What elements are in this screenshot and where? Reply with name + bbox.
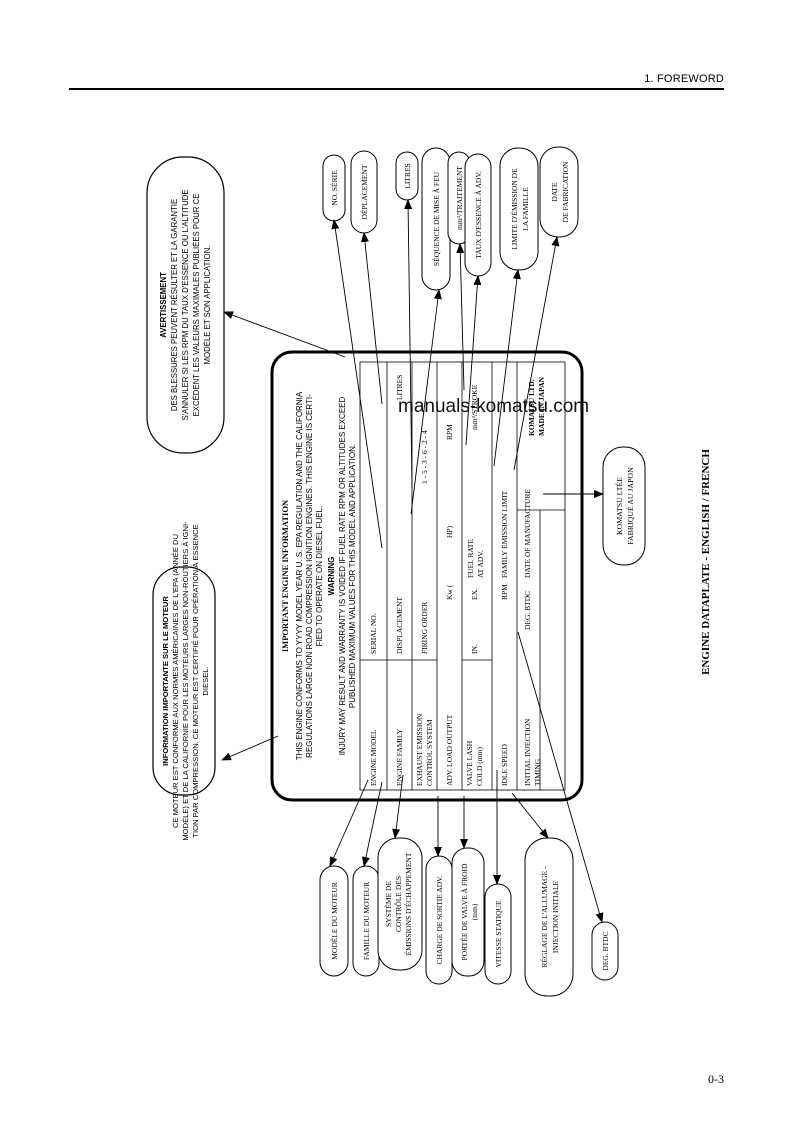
svg-text:SÉQUENCE DE MISE À FEU: SÉQUENCE DE MISE À FEU <box>431 171 441 266</box>
svg-text:INJECTION INITIALE: INJECTION INITIALE <box>551 880 560 953</box>
svg-text:(mm): (mm) <box>470 903 479 920</box>
header-title: 1. FOREWORD <box>644 73 724 85</box>
callout-charge: CHARGE DE SORTIE ADV. <box>425 855 453 985</box>
svg-text:LA FAMILLE: LA FAMILLE <box>521 187 530 231</box>
callout-date: DATE DE FABRICATION <box>539 146 579 238</box>
svg-text:DEG. BTDC: DEG. BTDC <box>601 931 610 970</box>
plate-title: IMPORTANT ENGINE INFORMATION <box>280 499 290 652</box>
field-in: IN. <box>470 644 479 654</box>
field-firing-order: FIRING ORDER <box>420 602 429 654</box>
callout-vitesse: VITESSE STATIQUE <box>484 883 512 985</box>
field-hp: HP) <box>445 525 454 538</box>
information-line-3: TION PAR COMPRESSION. CE MOTEUR EST CERT… <box>191 524 200 837</box>
field-adv-load-output: ADV. LOAD OUTPUT <box>445 714 454 786</box>
page-number: 0-3 <box>708 1072 724 1086</box>
svg-text:mm³/TRAITEMENT: mm³/TRAITEMENT <box>455 166 464 230</box>
field-firing-order-value: 1 - 5 - 3 - 6 - 2 - 4 <box>420 430 429 484</box>
field-maker-1: KOMATSU LTD. <box>527 379 536 436</box>
watermark: manuals-komatsu.com <box>398 396 590 417</box>
field-rpm: RPM <box>445 424 454 440</box>
information-line-2: MODÈLE) ET DE LA CALIFORNIE POUR LES MOT… <box>181 521 190 841</box>
svg-text:FABRIQUÉ AU JAPON: FABRIQUÉ AU JAPON <box>625 467 635 545</box>
svg-text:TAUX D'ESSENCE À ADV.: TAUX D'ESSENCE À ADV. <box>473 171 483 258</box>
field-initial-injection: INITIAL INJECTION <box>523 718 532 786</box>
field-at-adv: AT ADV. <box>476 550 485 578</box>
field-cold-mm: COLD (mm) <box>475 747 484 786</box>
field-displacement: DISPLACEMENT <box>395 596 404 654</box>
svg-text:LITRES: LITRES <box>403 163 412 188</box>
svg-text:CONTRÔLE DES: CONTRÔLE DES <box>393 876 403 932</box>
field-litres: LITRES <box>395 375 404 400</box>
field-engine-family: ENGINE FAMILY <box>395 728 404 786</box>
information-title: INFORMATION IMPORTANTE SUR LE MOTEUR <box>161 596 170 766</box>
callout-avertissement: AVERTISSEMENT DES BLESSURES PEUVENT RÉSU… <box>146 156 225 454</box>
svg-text:MODÈLE DU MOTEUR: MODÈLE DU MOTEUR <box>329 882 339 960</box>
dataplate: IMPORTANT ENGINE INFORMATION THIS ENGINE… <box>270 350 584 802</box>
avertissement-line-4: MODÈLE ET SON APPLICATION. <box>203 246 212 365</box>
field-idle-speed: IDLE SPEED <box>500 744 509 786</box>
figure-caption: ENGINE DATAPLATE - ENGLISH / FRENCH <box>700 449 712 675</box>
callout-systeme: SYSTÈME DE CONTRÔLE DES ÉMISSIONS D'ÉCHA… <box>377 837 423 971</box>
field-ex: EX. <box>470 588 479 600</box>
callout-portee: PORTÉE DE VALVE À FROID (mm) <box>451 847 485 977</box>
field-mm-stroke: mm³/STROKE <box>470 384 479 430</box>
callout-reglage: RÉGLAGE DE L'ALLUMAGE - INJECTION INITIA… <box>524 837 574 997</box>
svg-text:CHARGE DE SORTIE ADV.: CHARGE DE SORTIE ADV. <box>435 875 444 964</box>
callout-limite: LIMITE D'ÉMISSION DE LA FAMILLE <box>499 147 539 271</box>
callout-no-serie: NO. SÉRIE <box>322 154 346 222</box>
field-maker-2: MADE IN JAPAN <box>537 376 546 436</box>
field-deg-btdc: DEG. BTDC <box>523 591 532 630</box>
plate-statement-2: REGULATIONS LARGE NON ROAD COMPRESSION I… <box>305 394 314 758</box>
field-timing: TIMING <box>533 758 542 786</box>
field-valve-lash: VALVE LASH <box>465 740 474 786</box>
svg-text:ÉMISSIONS D'ÉCHAPPEMENT: ÉMISSIONS D'ÉCHAPPEMENT <box>403 852 413 955</box>
leader-lines <box>221 199 604 923</box>
svg-text:SYSTÈME DE: SYSTÈME DE <box>383 881 393 927</box>
svg-text:LIMITE D'ÉMISSION DE: LIMITE D'ÉMISSION DE <box>509 168 519 250</box>
callout-deg-btdc: DEG. BTDC <box>591 921 619 981</box>
callout-famille: FAMILLE DU MOTEUR <box>352 865 380 977</box>
plate-statement-3: FIED TO OPERATE ON DIESEL FUEL. <box>315 506 324 647</box>
plate-table <box>359 361 566 791</box>
header-rule <box>69 88 724 90</box>
avertissement-line-2: S'ANNULER SI LES RPM DU TAUX D'ESSENCE O… <box>181 189 190 420</box>
information-line-4: DIESEL. <box>201 666 210 695</box>
svg-text:NO. SÉRIE: NO. SÉRIE <box>329 170 339 206</box>
information-line-1: CE MOTEUR EST CONFORME AUX NORMES AMÉRIC… <box>171 534 180 828</box>
field-date-of-manufacture: DATE OF MANUFACTURE <box>523 489 532 578</box>
plate-warning-1: INJURY MAY RESULT AND WARRANTY IS VOIDED… <box>338 396 347 755</box>
field-serial-no: SERIAL NO. <box>369 613 378 654</box>
plate-warning-title: WARNING <box>327 557 336 596</box>
field-kw: Kw ( <box>445 584 454 600</box>
svg-text:RÉGLAGE DE L'ALLUMAGE -: RÉGLAGE DE L'ALLUMAGE - <box>539 866 549 968</box>
field-engine-model: ENGINE MODEL <box>369 729 378 786</box>
avertissement-line-3: EXCÈDENT LES VALEURS MAXIMALES PUBLIÉES … <box>192 194 201 417</box>
avertissement-line-1: DES BLESSURES PEUVENT RÉSULTER ET LA GAR… <box>170 199 179 411</box>
svg-text:KOMATSU LTÉE: KOMATSU LTÉE <box>614 477 624 535</box>
svg-text:FAMILLE DU MOTEUR: FAMILLE DU MOTEUR <box>362 882 371 960</box>
svg-text:VITESSE STATIQUE: VITESSE STATIQUE <box>494 900 503 968</box>
callout-sequence: SÉQUENCE DE MISE À FEU <box>421 147 451 291</box>
svg-text:DÉPLACEMENT: DÉPLACEMENT <box>359 164 369 219</box>
callout-modele: MODÈLE DU MOTEUR <box>319 865 349 977</box>
svg-text:PORTÉE DE VALVE À FROID: PORTÉE DE VALVE À FROID <box>459 863 469 961</box>
field-control-system: CONTROL SYSTEM <box>425 719 434 786</box>
svg-text:DATE: DATE <box>550 182 559 202</box>
callout-komatsu: KOMATSU LTÉE FABRIQUÉ AU JAPON <box>602 446 646 566</box>
field-family-emission-limit: FAMILY EMISSION LIMIT <box>500 490 509 578</box>
field-exhaust-emission: EXHAUST EMISSION <box>415 713 424 786</box>
field-rpm2: RPM <box>500 584 509 600</box>
svg-text:DE FABRICATION: DE FABRICATION <box>561 161 570 222</box>
callout-information: INFORMATION IMPORTANTE SUR LE MOTEUR CE … <box>152 521 216 841</box>
avertissement-title: AVERTISSEMENT <box>159 272 168 338</box>
callout-deplacement: DÉPLACEMENT <box>350 150 378 234</box>
plate-statement-1: THIS ENGINE CONFORMS TO YYYY MODEL YEAR … <box>295 391 304 760</box>
field-fuel-rate: FUEL RATE <box>466 538 475 578</box>
callout-taux: TAUX D'ESSENCE À ADV. <box>464 153 492 277</box>
plate-warning-2: PUBLISHED MAXIMUM VALUES FOR THIS MODEL … <box>348 444 357 708</box>
callout-litres: LITRES <box>395 151 419 201</box>
